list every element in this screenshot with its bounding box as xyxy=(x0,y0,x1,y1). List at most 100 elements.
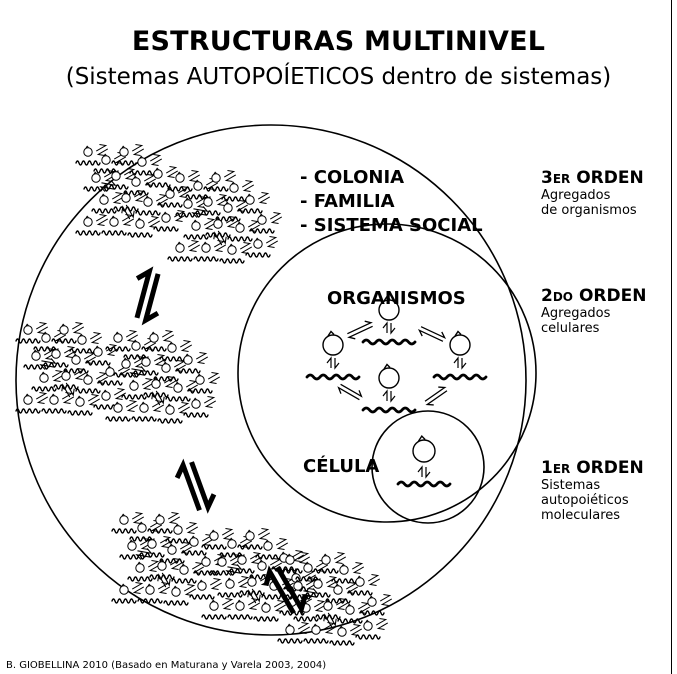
mini-wave xyxy=(359,610,385,616)
cell-icon xyxy=(245,529,255,541)
arrow-back xyxy=(186,526,199,534)
mini-arrows xyxy=(35,392,49,404)
mini-arrows xyxy=(325,576,339,588)
cell-membrane xyxy=(51,349,61,359)
arrow-forward xyxy=(217,230,227,245)
figure-subtitle: (Sistemas AUTOPOÍETICOS dentro de sistem… xyxy=(65,64,612,90)
cell-membrane xyxy=(253,239,263,249)
cell-membrane xyxy=(139,403,149,413)
organism-arrows xyxy=(326,356,340,370)
mini-wave xyxy=(183,412,209,418)
arrow-back xyxy=(170,562,183,570)
mini-organism xyxy=(137,582,171,604)
arrow-forward xyxy=(227,564,243,571)
cell-marker xyxy=(113,169,117,173)
mini-arrows xyxy=(149,154,163,166)
mini-organism xyxy=(153,210,187,232)
arrow-back xyxy=(326,356,332,368)
arrow-back xyxy=(135,553,151,560)
arrow-back xyxy=(222,602,235,610)
cell-membrane xyxy=(31,351,41,361)
cell-icon xyxy=(257,213,267,225)
mini-organism xyxy=(189,578,223,600)
cell-icon xyxy=(147,537,157,549)
mini-arrows xyxy=(125,330,139,342)
mini-arrows xyxy=(333,552,347,564)
organism-wave xyxy=(361,338,417,346)
cell-icon xyxy=(105,365,115,377)
arrow-forward xyxy=(327,612,337,627)
mini-wave xyxy=(217,592,243,598)
arrow-back xyxy=(382,321,388,333)
mini-wave xyxy=(139,552,165,558)
arrow-forward xyxy=(351,562,364,570)
organism-wave xyxy=(361,406,417,414)
mini-arrows xyxy=(221,528,235,540)
bold-reversible-arrow xyxy=(263,565,308,616)
mini-organism xyxy=(221,180,255,202)
cell-icon xyxy=(191,219,201,231)
mini-organism xyxy=(315,598,349,620)
cell-marker xyxy=(315,577,319,581)
arrow-forward xyxy=(167,512,180,520)
arrow-forward xyxy=(357,602,370,610)
cell-membrane xyxy=(153,169,163,179)
arrow-back xyxy=(276,542,289,550)
mini-arrows xyxy=(187,170,201,182)
arrow-forward xyxy=(131,512,144,520)
arrow-back xyxy=(168,516,181,524)
arrow-forward xyxy=(335,598,348,606)
cell-membrane xyxy=(101,155,111,165)
arrow-forward xyxy=(247,220,260,228)
arrow-back xyxy=(72,326,85,334)
arrow-back xyxy=(188,174,201,182)
cluster-arrows xyxy=(121,204,135,220)
mini-arrows xyxy=(165,166,179,178)
organism-cell xyxy=(432,330,488,381)
order-1-desc-3: moleculares xyxy=(541,508,621,523)
mini-organism xyxy=(195,194,229,216)
cell-marker xyxy=(177,171,181,175)
cell-marker xyxy=(237,221,241,225)
cell-marker xyxy=(287,623,291,627)
arrow-back xyxy=(112,196,125,204)
level3-list: - COLONIA - FAMILIA - SISTEMA SOCIAL xyxy=(300,166,483,238)
mini-wave xyxy=(111,528,137,534)
cell-membrane xyxy=(105,367,115,377)
mini-wave xyxy=(305,592,331,598)
mini-arrows xyxy=(257,528,271,540)
cell-membrane xyxy=(257,561,267,571)
mini-organism xyxy=(175,352,209,374)
cell-membrane xyxy=(339,565,349,575)
cell-icon xyxy=(113,331,123,343)
cell-membrane xyxy=(209,601,219,611)
arrow-back xyxy=(214,244,227,252)
mini-organism xyxy=(167,170,201,192)
arrow-forward xyxy=(239,242,252,250)
cell-icon xyxy=(203,195,213,207)
order-2-suffix: DO xyxy=(552,290,574,304)
mini-organism xyxy=(111,512,145,534)
cell-marker xyxy=(265,539,269,543)
mini-organism xyxy=(253,600,287,622)
cell-marker xyxy=(137,561,141,565)
arrow-back xyxy=(247,589,257,604)
cell-marker xyxy=(175,523,179,527)
mini-wave xyxy=(219,552,245,558)
mini-wave xyxy=(67,410,93,416)
cell-icon xyxy=(235,599,245,611)
order-2-desc-1: Agregados xyxy=(541,306,611,321)
mini-arrows xyxy=(51,370,65,382)
cell-icon xyxy=(293,579,303,591)
mini-organism xyxy=(227,220,261,242)
arrow-back xyxy=(242,184,255,192)
mini-organism xyxy=(165,522,199,544)
arrow-forward xyxy=(333,552,346,560)
mini-organism xyxy=(143,376,177,398)
mini-organism xyxy=(131,400,165,422)
cell-icon xyxy=(101,153,111,165)
mini-arrows xyxy=(125,400,139,412)
mini-organism xyxy=(121,378,155,400)
arrow-back xyxy=(166,170,179,178)
arrow-forward xyxy=(207,372,220,380)
